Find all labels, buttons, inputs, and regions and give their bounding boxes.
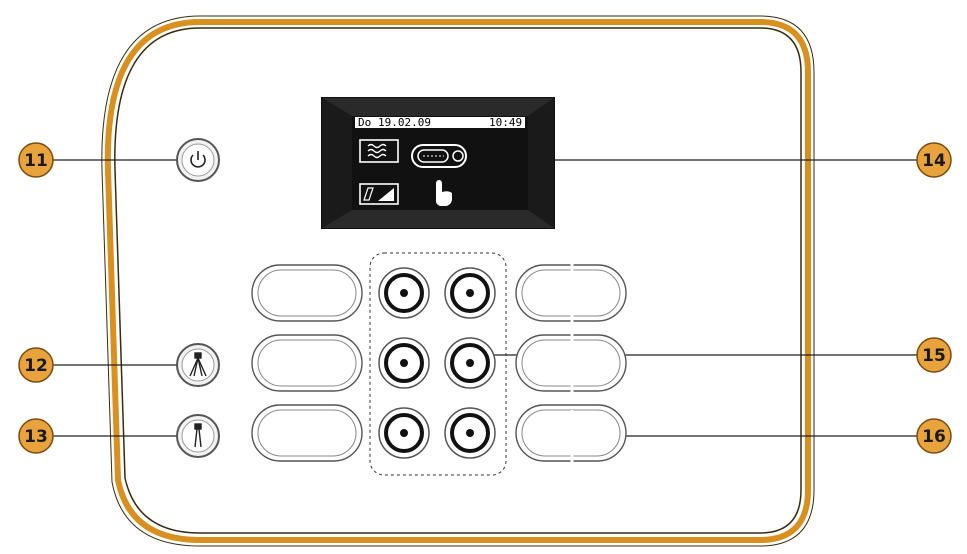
round-button-r3-c1[interactable] — [378, 407, 430, 459]
display-day: Do — [358, 116, 371, 129]
callout-13-label: 13 — [24, 427, 48, 447]
waves-icon — [359, 139, 399, 163]
spread-light-icon — [189, 352, 207, 377]
narrow-light-button[interactable] — [176, 414, 220, 458]
callout-11: 11 — [18, 142, 54, 178]
signal-strength-icon — [359, 183, 399, 205]
pill-button-right-1[interactable] — [515, 264, 627, 322]
leader-lines — [52, 159, 918, 437]
pill-button-left-3[interactable] — [251, 404, 363, 462]
callout-12: 12 — [18, 347, 54, 383]
panel-housing — [101, 15, 815, 547]
display-time: 10:49 — [489, 116, 522, 129]
device-icon — [411, 144, 467, 168]
display-screen: Do 19.02.09 10:49 — [321, 97, 555, 229]
button-group-outline — [369, 252, 507, 476]
round-button-r2-c1[interactable] — [378, 337, 430, 389]
display-date: 19.02.09 — [378, 116, 431, 129]
callout-14-label: 14 — [922, 151, 946, 171]
pill-button-left-2[interactable] — [251, 334, 363, 392]
callout-16: 16 — [916, 418, 952, 454]
spread-light-button[interactable] — [176, 343, 220, 387]
callout-16-label: 16 — [922, 427, 946, 447]
power-icon — [190, 151, 206, 168]
callout-15-label: 15 — [922, 346, 946, 366]
power-button[interactable] — [176, 138, 220, 182]
round-button-r2-c2[interactable] — [444, 337, 496, 389]
pill-buttons — [251, 264, 627, 462]
callout-12-label: 12 — [24, 356, 48, 376]
callout-11-label: 11 — [24, 151, 48, 171]
narrow-light-icon — [194, 423, 202, 448]
round-button-r1-c2[interactable] — [444, 267, 496, 319]
round-button-r1-c1[interactable] — [378, 267, 430, 319]
callout-14: 14 — [916, 142, 952, 178]
status-bar — [355, 117, 525, 128]
hand-pointer-icon — [436, 180, 452, 206]
round-button-r3-c2[interactable] — [444, 407, 496, 459]
pill-button-left-1[interactable] — [251, 264, 363, 322]
callout-15: 15 — [916, 337, 952, 373]
callout-13: 13 — [18, 418, 54, 454]
